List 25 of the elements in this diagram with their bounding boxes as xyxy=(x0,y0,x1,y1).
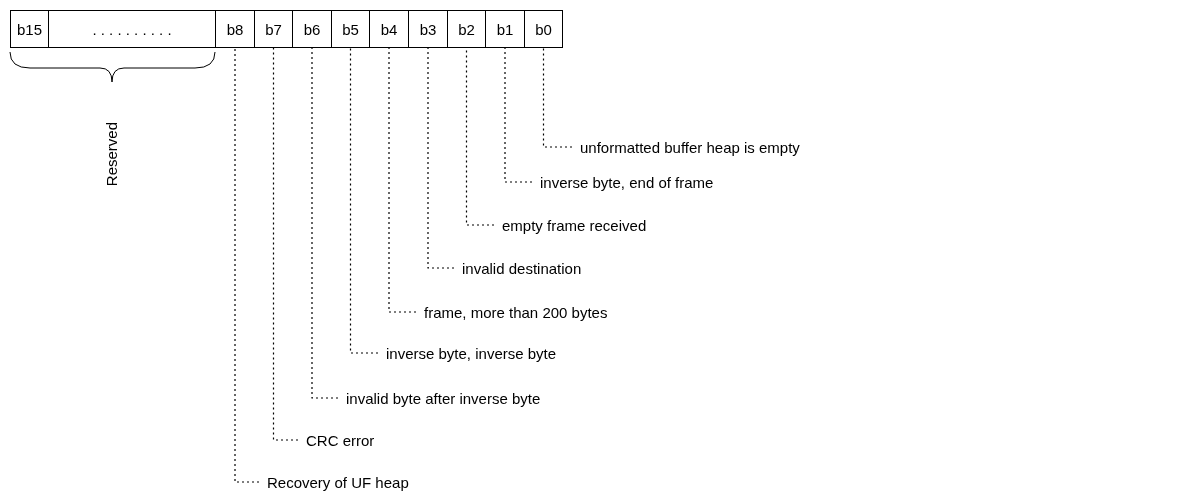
leader-line xyxy=(272,47,299,441)
bit-description: inverse byte, inverse byte xyxy=(386,344,557,362)
bit-description: inverse byte, end of frame xyxy=(540,173,714,191)
bit-description: invalid destination xyxy=(462,259,582,277)
bit-field-cell: b5 xyxy=(331,10,370,48)
bit-field-cell: . . . . . . . . . . xyxy=(48,10,216,48)
bit-description: empty frame received xyxy=(502,216,647,234)
bit-field-cell: b4 xyxy=(369,10,409,48)
bit-description: frame, more than 200 bytes xyxy=(424,303,608,321)
bit-field-cell: b3 xyxy=(408,10,448,48)
bit-field-cell: b7 xyxy=(254,10,293,48)
bit-field-cell: b0 xyxy=(524,10,563,48)
bit-field-cell: b6 xyxy=(292,10,332,48)
bit-description: unformatted buffer heap is empty xyxy=(580,138,800,156)
bit-description: invalid byte after inverse byte xyxy=(346,389,541,407)
bit-field-cell: b1 xyxy=(485,10,525,48)
bit-description: CRC error xyxy=(306,431,375,449)
leader-line xyxy=(542,47,573,148)
bit-field-cell: b8 xyxy=(215,10,255,48)
leader-line xyxy=(349,47,379,354)
vertical-label: Reserved xyxy=(103,122,120,187)
leader-line xyxy=(234,47,260,483)
bit-description: Recovery of UF heap xyxy=(267,473,409,491)
bit-field-cell: b15 xyxy=(10,10,49,48)
bit-field-cell: b2 xyxy=(447,10,486,48)
